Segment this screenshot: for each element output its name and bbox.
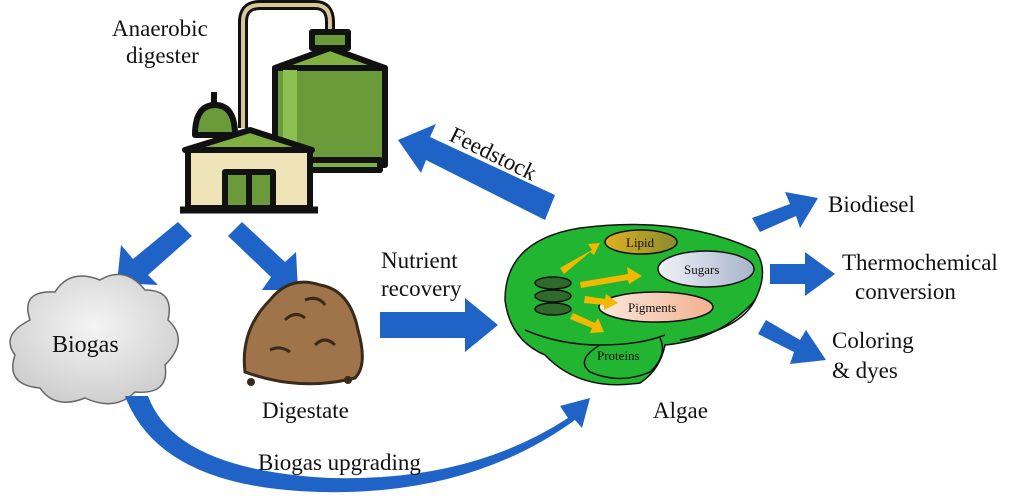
flow-arrows — [117, 124, 835, 364]
arrow-to-biodiesel — [752, 192, 818, 232]
arrow-to-digestate — [228, 222, 298, 290]
feedstock-arrow — [398, 124, 555, 220]
nutrient-recovery-arrow — [380, 298, 498, 352]
anaerobic-digester-icon — [180, 0, 388, 214]
proteins-label: Proteins — [597, 348, 640, 363]
nutrient-label-2: recovery — [381, 276, 462, 301]
coloring-label-1: Coloring — [832, 328, 914, 353]
coloring-label-2: & dyes — [832, 358, 898, 383]
thermochemical-label-2: conversion — [855, 279, 956, 304]
digester-label-1: Anaerobic — [112, 16, 208, 41]
sugars-label: Sugars — [684, 262, 719, 277]
nutrient-label-1: Nutrient — [381, 248, 458, 273]
biogas-cloud — [9, 273, 179, 405]
yellow-arrows — [560, 243, 642, 333]
lipid-body — [604, 229, 678, 255]
digester-label-2: digester — [126, 43, 199, 68]
thermochemical-label-1: Thermochemical — [842, 250, 998, 275]
sugars-body — [657, 250, 755, 288]
arrow-to-coloring — [758, 320, 826, 364]
pigments-label: Pigments — [628, 300, 676, 315]
lipid-label: Lipid — [626, 235, 655, 250]
arrow-to-biogas — [117, 222, 192, 285]
chloroplast-stack — [534, 276, 572, 290]
digestate-pile-icon — [242, 280, 364, 386]
pigments-body — [598, 291, 714, 323]
arrow-to-thermochemical — [770, 252, 835, 296]
biodiesel-label: Biodiesel — [828, 192, 915, 217]
biogas-label: Biogas — [52, 332, 119, 358]
biogas-upgrading-label: Biogas upgrading — [258, 450, 421, 475]
digestate-label: Digestate — [262, 398, 349, 423]
biogas-upgrading-arrow — [125, 396, 590, 493]
algae-label: Algae — [653, 398, 708, 423]
